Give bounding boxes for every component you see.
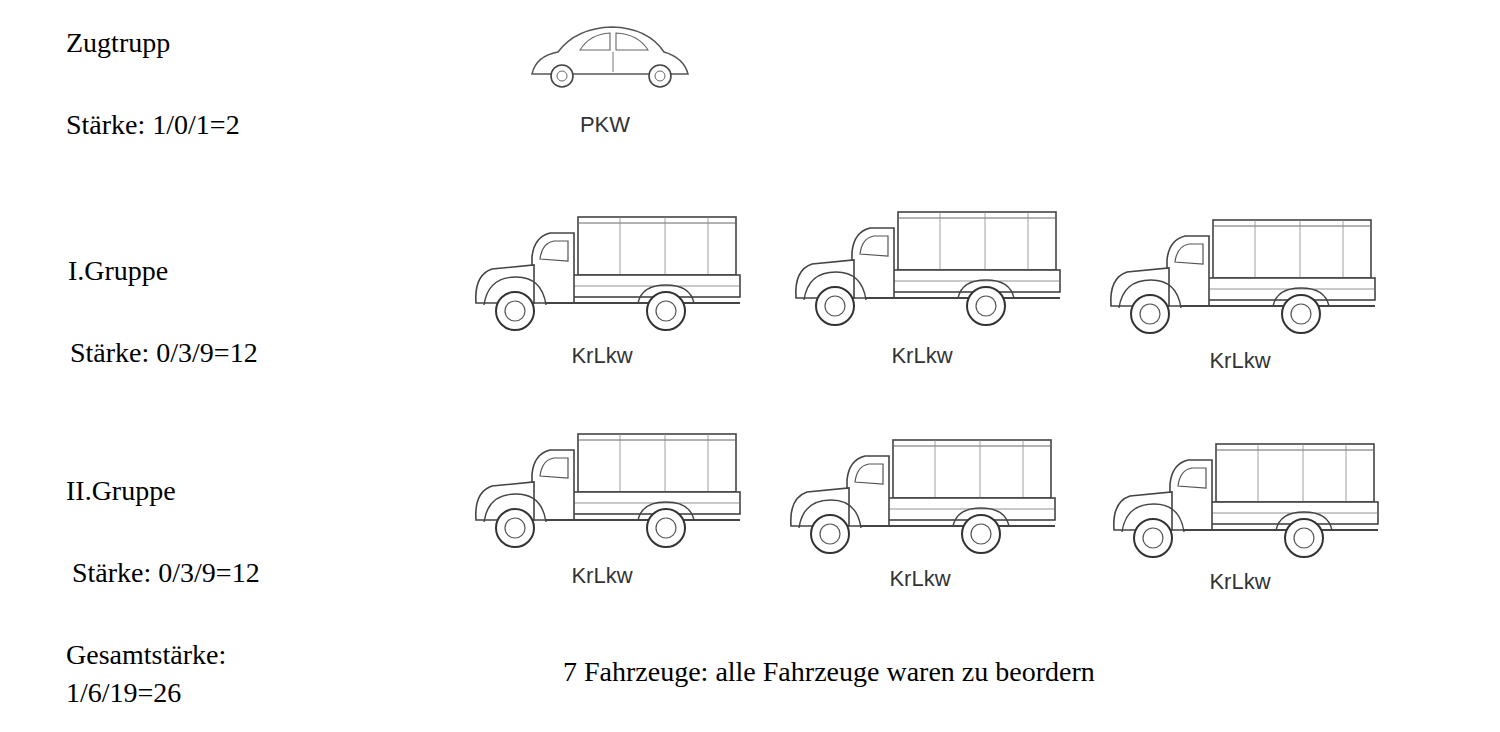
truck-drawing [791, 440, 1055, 553]
section-heading: Zugtrupp [66, 26, 170, 60]
strength-note: Stärke: 0/3/9=12 [72, 556, 260, 590]
vehicle-label: KrLkw [1209, 569, 1270, 595]
strength-note: Stärke: 0/3/9=12 [70, 336, 258, 370]
total-strength: Gesamtstärke: 1/6/19=26 [66, 636, 296, 712]
vehicle-label: KrLkw [1209, 348, 1270, 374]
vehicle-label: KrLkw [889, 566, 950, 592]
strength-note: Stärke: 1/0/1=2 [66, 108, 240, 142]
truck-drawing [476, 217, 740, 330]
vehicle-label: KrLkw [891, 343, 952, 369]
truck-drawing [1114, 444, 1378, 557]
vehicle-note: 7 Fahrzeuge: alle Fahrzeuge waren zu beo… [563, 655, 1095, 689]
vehicle-label: PKW [580, 112, 630, 138]
truck-drawing [476, 434, 740, 547]
section-heading: I.Gruppe [68, 254, 168, 288]
vehicle-label: KrLkw [571, 563, 632, 589]
truck-drawing [1111, 220, 1375, 333]
car-drawing [532, 27, 688, 87]
truck-drawing [796, 212, 1060, 325]
section-heading: II.Gruppe [66, 474, 176, 508]
vehicle-label: KrLkw [571, 343, 632, 369]
